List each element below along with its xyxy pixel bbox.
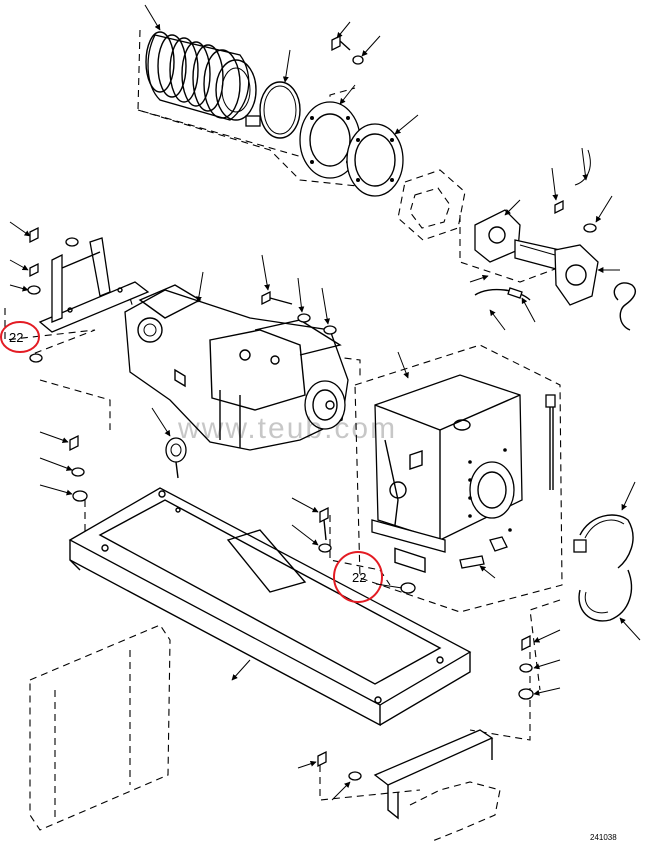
callout-22-center: 22 xyxy=(333,551,383,603)
left-bracket-fasteners xyxy=(27,226,79,363)
pump-bolts xyxy=(261,290,337,335)
bottom-fasteners xyxy=(317,750,362,781)
hose-strap-clamps xyxy=(573,514,634,622)
bellows-boot xyxy=(145,31,257,121)
callout-label: 22 xyxy=(9,330,23,345)
callout-22-left: 22 xyxy=(0,321,40,353)
drive-shaft xyxy=(474,209,599,306)
left-mounting-bracket xyxy=(38,237,150,333)
gearbox-housing xyxy=(371,374,523,574)
angle-bracket xyxy=(373,729,494,820)
phantom-frame-legs xyxy=(29,624,171,831)
flange-gasket xyxy=(346,123,404,197)
base-frame xyxy=(68,487,472,727)
dipstick xyxy=(545,394,556,490)
hose-clamp xyxy=(245,81,301,139)
figure-id: 241038 xyxy=(590,833,617,842)
lifting-eye xyxy=(165,437,187,479)
frame-fasteners-right xyxy=(518,634,534,700)
frame-fasteners-left xyxy=(69,434,88,502)
watermark: www.teub.com xyxy=(177,412,397,445)
top-bolt-washer xyxy=(331,34,364,65)
hydraulic-pump xyxy=(124,284,349,451)
callout-label: 22 xyxy=(352,570,366,585)
